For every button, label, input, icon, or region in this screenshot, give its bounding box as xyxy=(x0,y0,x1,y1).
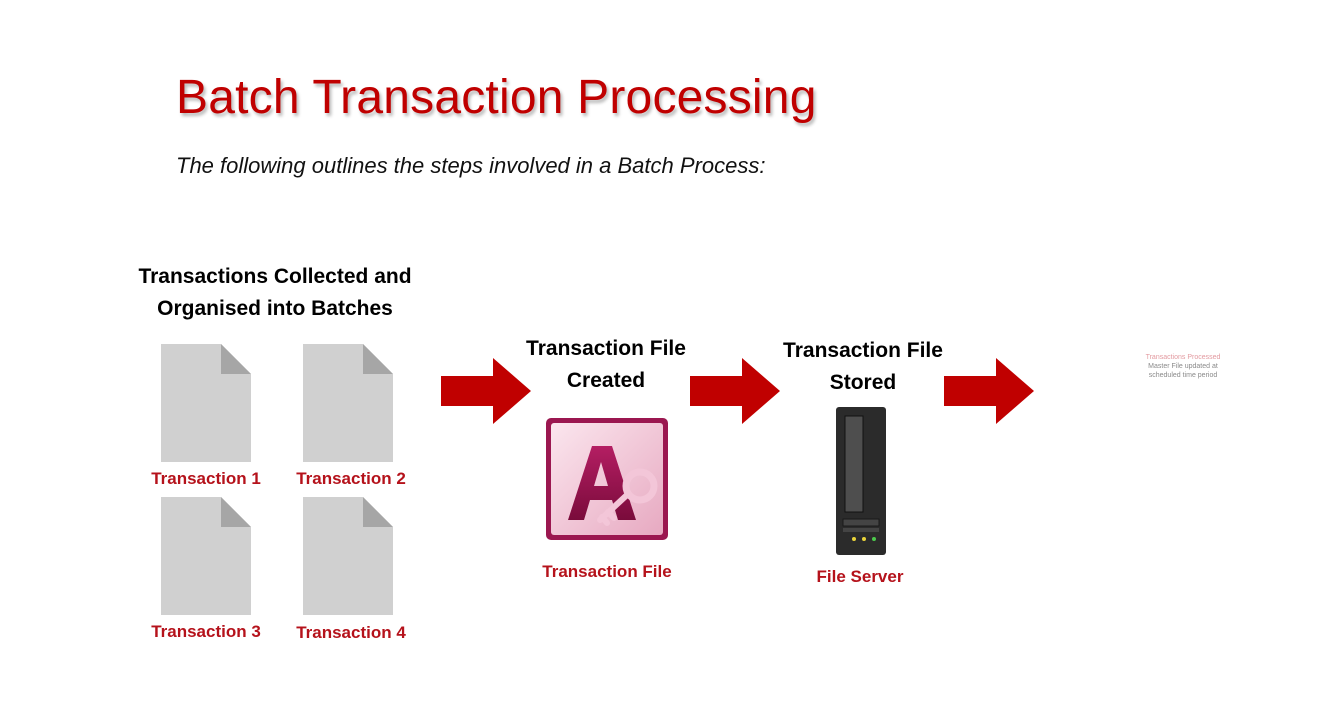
page-title: Batch Transaction Processing xyxy=(176,71,817,124)
file-server-label: File Server xyxy=(816,567,904,586)
flow-arrow-icon xyxy=(690,358,780,424)
step-stored-heading-line1: Transaction File xyxy=(783,339,943,362)
step-processed-line2: Master File updated at xyxy=(1148,363,1218,370)
document-icon xyxy=(161,497,251,615)
step-collected-heading-line2: Organised into Batches xyxy=(157,297,393,320)
file-server-icon xyxy=(836,407,886,555)
flow-arrow-icon xyxy=(441,358,531,424)
step-created-heading: Transaction File Created xyxy=(486,333,726,397)
transaction-label: Transaction 2 xyxy=(296,469,406,488)
access-database-icon xyxy=(546,418,668,540)
document-icon xyxy=(303,344,393,462)
transaction-label: Transaction 3 xyxy=(151,622,261,641)
step-processed-line3: scheduled time period xyxy=(1148,372,1218,379)
step-collected-heading-line1: Transactions Collected and xyxy=(138,265,412,288)
document-icon xyxy=(303,497,393,615)
step-created-heading-line1: Transaction File xyxy=(526,337,686,360)
transaction-file-label: Transaction File xyxy=(542,562,672,581)
transaction-label: Transaction 1 xyxy=(151,469,261,488)
flow-arrow-icon xyxy=(944,358,1034,424)
document-icon xyxy=(161,344,251,462)
transaction-label: Transaction 4 xyxy=(296,623,406,642)
step-stored-heading: Transaction File Stored xyxy=(743,335,983,399)
step-created-heading-line2: Created xyxy=(566,369,646,392)
step-processed-text: Transactions Processed Master File updat… xyxy=(1123,353,1243,380)
step-stored-heading-line2: Stored xyxy=(829,371,897,394)
step-processed-line1: Transactions Processed xyxy=(1145,354,1221,361)
page-subtitle: The following outlines the steps involve… xyxy=(176,153,766,178)
step-collected-heading: Transactions Collected and Organised int… xyxy=(110,261,440,325)
